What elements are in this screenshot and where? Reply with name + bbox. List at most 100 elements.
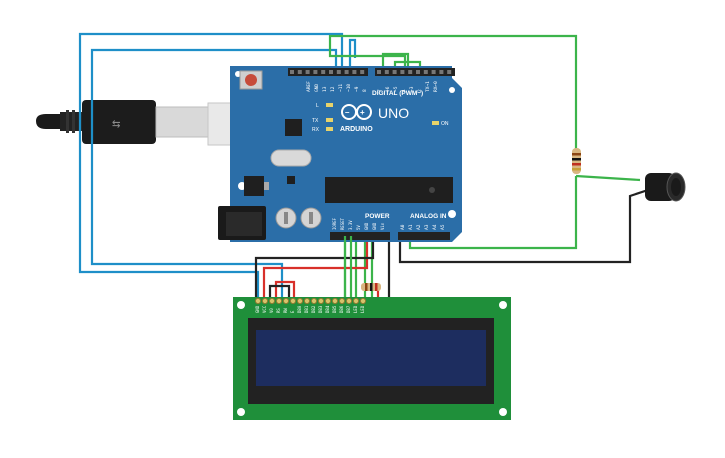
lcd-pin[interactable]	[310, 297, 318, 305]
led-l-label: L	[316, 103, 319, 109]
pin-label-a0: A0	[400, 224, 406, 230]
header-pin-hole[interactable]	[416, 70, 420, 74]
pin-label-0: RX←0	[433, 81, 439, 92]
lcd-pin[interactable]	[352, 297, 360, 305]
pin-label-7: 7	[377, 89, 383, 92]
lcd-pin[interactable]	[282, 297, 290, 305]
led-tx-label: TX	[312, 118, 319, 124]
lcd-pin[interactable]	[345, 297, 353, 305]
lcd-pin[interactable]	[261, 297, 269, 305]
capacitor-icon[interactable]	[645, 172, 686, 202]
wires-black[interactable]	[254, 188, 649, 300]
header-pin-hole[interactable]	[360, 70, 365, 74]
led-rx-label: RX	[312, 127, 320, 133]
pin-label-2: 2	[417, 89, 423, 92]
lcd-pin[interactable]	[324, 297, 332, 305]
lcd-pin[interactable]	[359, 297, 367, 305]
lcd-pin-db0: DB0	[297, 305, 302, 313]
header-pin-hole[interactable]	[352, 70, 357, 74]
pin-label-3: ~3	[409, 86, 415, 92]
header-pin-hole[interactable]	[431, 70, 436, 74]
power-label: POWER	[365, 213, 390, 220]
lcd-pin[interactable]	[268, 297, 276, 305]
header-pin-hole[interactable]	[329, 70, 333, 74]
lcd-pin[interactable]	[338, 297, 346, 305]
lcd-pin-v0: V0	[269, 308, 274, 313]
header-pin-hole[interactable]	[423, 70, 428, 74]
pin-label-gnd2: GND	[372, 222, 377, 230]
header-pin-hole[interactable]	[305, 70, 310, 74]
pin-label-gnd1: GND	[364, 222, 369, 230]
lcd-pin-e: E	[290, 310, 295, 313]
lcd-pin-db3: DB3	[318, 305, 323, 313]
lcd-screen	[256, 330, 486, 386]
lcd-pin-db7: DB7	[346, 305, 351, 313]
header-pin-hole[interactable]	[377, 70, 381, 74]
svg-text:–: –	[345, 108, 350, 117]
reset-button-icon[interactable]	[239, 70, 263, 90]
analog-label: ANALOG IN	[410, 213, 447, 220]
lcd-pin-labels: GND VCC V0 RS RW E DB0 DB1 DB2 DB3 DB4 D…	[255, 305, 365, 313]
lcd-pin-led-a: LED	[353, 305, 358, 313]
lcd-pin[interactable]	[289, 297, 297, 305]
lcd-pin[interactable]	[331, 297, 339, 305]
pin-label-6: ~6	[385, 86, 391, 92]
header-pin-hole[interactable]	[297, 70, 302, 74]
digital-header[interactable]	[288, 68, 455, 76]
power-header[interactable]	[330, 232, 390, 240]
header-pin-hole[interactable]	[408, 70, 413, 74]
svg-text:⇆: ⇆	[112, 116, 120, 132]
header-pin-hole[interactable]	[344, 70, 349, 74]
analog-header[interactable]	[398, 232, 450, 240]
pin-label-a3: A3	[424, 224, 430, 230]
arduino-model: UNO	[378, 105, 409, 121]
board-capacitors	[275, 207, 322, 229]
resistor-icon[interactable]	[572, 148, 581, 174]
lcd-pin-db1: DB1	[304, 305, 309, 313]
lcd-pin[interactable]	[275, 297, 283, 305]
lcd-pin[interactable]	[303, 297, 311, 305]
header-pin-hole[interactable]	[392, 70, 397, 74]
pin-label-1: TX→1	[425, 81, 431, 92]
header-pin-hole[interactable]	[439, 70, 444, 74]
lcd-pin-db2: DB2	[311, 305, 316, 313]
dc-jack-icon[interactable]	[218, 206, 266, 240]
lcd-pin-vcc: VCC	[262, 305, 267, 313]
lcd-module[interactable]	[233, 297, 511, 420]
pin-label-aref: AREF	[306, 81, 312, 92]
arduino-board[interactable]: AREF GND 13 12 ~11 ~10 ~9 8 7 ~6 ~5 4 ~3…	[218, 66, 462, 242]
digital-label: DIGITAL (PWM~)	[372, 90, 423, 97]
pin-label-10: ~10	[346, 84, 352, 92]
pin-label-4: 4	[401, 89, 407, 92]
lcd-pin-db4: DB4	[325, 305, 330, 313]
header-pin-hole[interactable]	[447, 70, 452, 74]
svg-text:+: +	[360, 108, 365, 117]
pin-label-a4: A4	[432, 224, 438, 230]
usb-cable-icon[interactable]: ⇆	[36, 100, 264, 146]
pin-label-5v: 5V	[356, 225, 361, 230]
pin-label-9: ~9	[354, 86, 360, 92]
header-pin-hole[interactable]	[336, 70, 341, 74]
pin-label-a5: A5	[440, 224, 446, 230]
header-pin-hole[interactable]	[321, 70, 326, 74]
pin-label-3v3: 3.3V	[348, 220, 353, 230]
pin-label-vin: Vin	[380, 222, 385, 230]
lcd-pin[interactable]	[296, 297, 304, 305]
lcd-pin[interactable]	[317, 297, 325, 305]
lcd-pin[interactable]	[254, 297, 262, 305]
pin-label-12: 12	[330, 86, 336, 92]
lcd-pin-led-k: LED	[360, 305, 365, 313]
led-on-label: ON	[441, 121, 449, 127]
header-pin-hole[interactable]	[400, 70, 405, 74]
header-pin-hole[interactable]	[384, 70, 389, 74]
pin-label-a1: A1	[408, 224, 414, 230]
pin-label-5: ~5	[393, 86, 399, 92]
pin-label-a2: A2	[416, 224, 422, 230]
header-pin-hole[interactable]	[313, 70, 318, 74]
header-pin-hole[interactable]	[290, 70, 294, 74]
lcd-resistor-icon[interactable]	[361, 283, 381, 291]
pin-label-13: 13	[322, 86, 328, 92]
lcd-pin-rw: RW	[283, 308, 288, 313]
pin-label-ioref: IOREF	[332, 217, 337, 230]
